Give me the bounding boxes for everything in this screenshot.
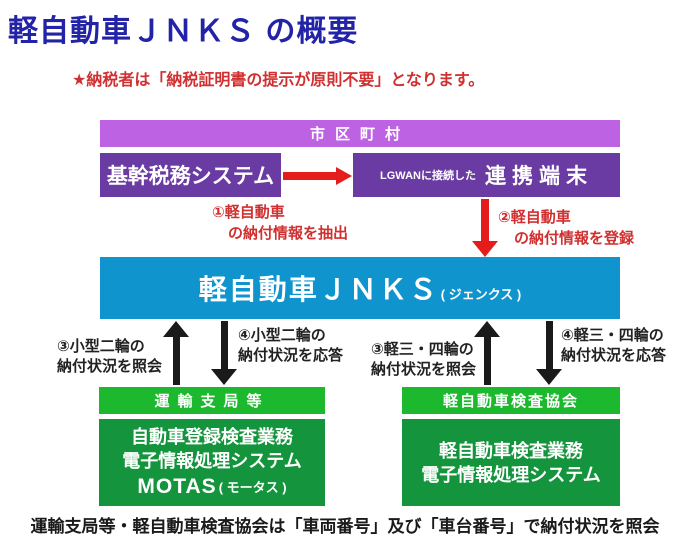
kei-query-arrow-shaft	[483, 337, 491, 385]
flow-label-kei-query: ③軽三・四輪の 納付状況を照会	[371, 340, 476, 380]
motorcycle-response-arrow	[211, 321, 237, 385]
inspection-system-box: 軽自動車検査業務 電子情報処理システム	[402, 419, 620, 506]
flow-label-kei-response-line1: ④軽三・四輪の	[561, 327, 664, 344]
motas-name-line: MOTAS ( モータス )	[137, 473, 286, 500]
inspection-box-line1: 軽自動車検査業務	[439, 440, 583, 461]
lgwan-connection-label: LGWANに接続した	[380, 170, 476, 182]
flow-label-kei-response-line2: 納付状況を応答	[561, 347, 667, 364]
inspection-assoc-header-label: 軽自動車検査協会	[442, 393, 579, 410]
flow-label-register: ②軽自動車 の納付情報を登録	[498, 207, 634, 249]
jnks-system-box: 軽自動車ＪＮＫＳ ( ジェンクス )	[100, 257, 620, 319]
inspection-box-line2: 電子情報処理システム	[421, 464, 601, 485]
core-tax-system-box: 基幹税務システム	[100, 153, 281, 197]
motas-box-line2: 電子情報処理システム	[122, 451, 302, 471]
flow-label-motorcycle-response-line1: ④小型二輪の	[238, 327, 326, 344]
flow-label-motorcycle-query-line1: ③小型二輪の	[57, 338, 145, 355]
municipality-header-bar: 市区町村	[100, 120, 620, 147]
kei-query-arrow	[474, 321, 500, 385]
flow-label-extract: ①軽自動車 の納付情報を抽出	[212, 202, 348, 244]
kei-response-arrow	[536, 321, 562, 385]
jnks-system-label: 軽自動車ＪＮＫＳ	[198, 274, 439, 305]
transport-bureau-header-bar: 運輸支局等	[99, 387, 325, 414]
transport-bureau-header-label: 運輸支局等	[154, 393, 270, 410]
register-arrow-head	[472, 241, 498, 257]
register-arrow-shaft	[481, 199, 489, 241]
flow-label-motorcycle-response: ④小型二輪の 納付状況を応答	[238, 326, 343, 366]
motorcycle-response-arrow-shaft	[220, 321, 228, 369]
flow-label-extract-line1: ①軽自動車	[212, 204, 285, 221]
flow-label-kei-query-line1: ③軽三・四輪の	[371, 341, 474, 358]
linked-terminal-box: LGWANに接続した 連携端末	[353, 153, 620, 197]
flow-label-motorcycle-response-line2: 納付状況を応答	[238, 347, 344, 364]
flow-label-kei-query-line2: 納付状況を照会	[371, 361, 477, 378]
motas-box-line1: 自動車登録検査業務	[131, 427, 293, 447]
flow-label-motorcycle-query: ③小型二輪の 納付状況を照会	[57, 337, 162, 377]
jnks-reading-label: ( ジェンクス )	[440, 286, 522, 302]
motas-reading-label: ( モータス )	[218, 480, 287, 495]
extract-arrow-shaft	[283, 172, 336, 180]
core-tax-system-label: 基幹税務システム	[106, 165, 275, 188]
flow-label-motorcycle-query-line2: 納付状況を照会	[57, 358, 163, 375]
kei-response-arrow-shaft	[545, 321, 553, 369]
motorcycle-query-arrow-head	[163, 321, 189, 337]
motorcycle-query-arrow-shaft	[172, 337, 180, 385]
motorcycle-response-arrow-head	[211, 369, 237, 385]
motas-system-box: 自動車登録検査業務 電子情報処理システム MOTAS ( モータス )	[99, 419, 325, 506]
flow-label-extract-line2: の納付情報を抽出	[228, 225, 349, 242]
linked-terminal-label: 連携端末	[484, 165, 593, 188]
taxpayer-note: ★納税者は「納税証明書の提示が原則不要」となります。	[72, 72, 485, 89]
kei-query-arrow-head	[474, 321, 500, 337]
municipality-header-label: 市区町村	[309, 126, 410, 143]
extract-arrow-head	[336, 167, 352, 185]
flow-label-register-line1: ②軽自動車	[498, 209, 571, 226]
flow-label-kei-response: ④軽三・四輪の 納付状況を応答	[561, 326, 666, 366]
extract-arrow	[283, 167, 352, 185]
page-title: 軽自動車ＪＮＫＳ の概要	[8, 15, 359, 48]
query-method-note: 運輸支局等・軽自動車検査協会は「車両番号」及び「車台番号」で納付状況を照会	[30, 517, 660, 536]
motorcycle-query-arrow	[163, 321, 189, 385]
inspection-assoc-header-bar: 軽自動車検査協会	[402, 387, 620, 414]
kei-response-arrow-head	[536, 369, 562, 385]
register-arrow	[472, 199, 498, 257]
flow-label-register-line2: の納付情報を登録	[514, 230, 635, 247]
motas-label: MOTAS	[137, 474, 217, 498]
